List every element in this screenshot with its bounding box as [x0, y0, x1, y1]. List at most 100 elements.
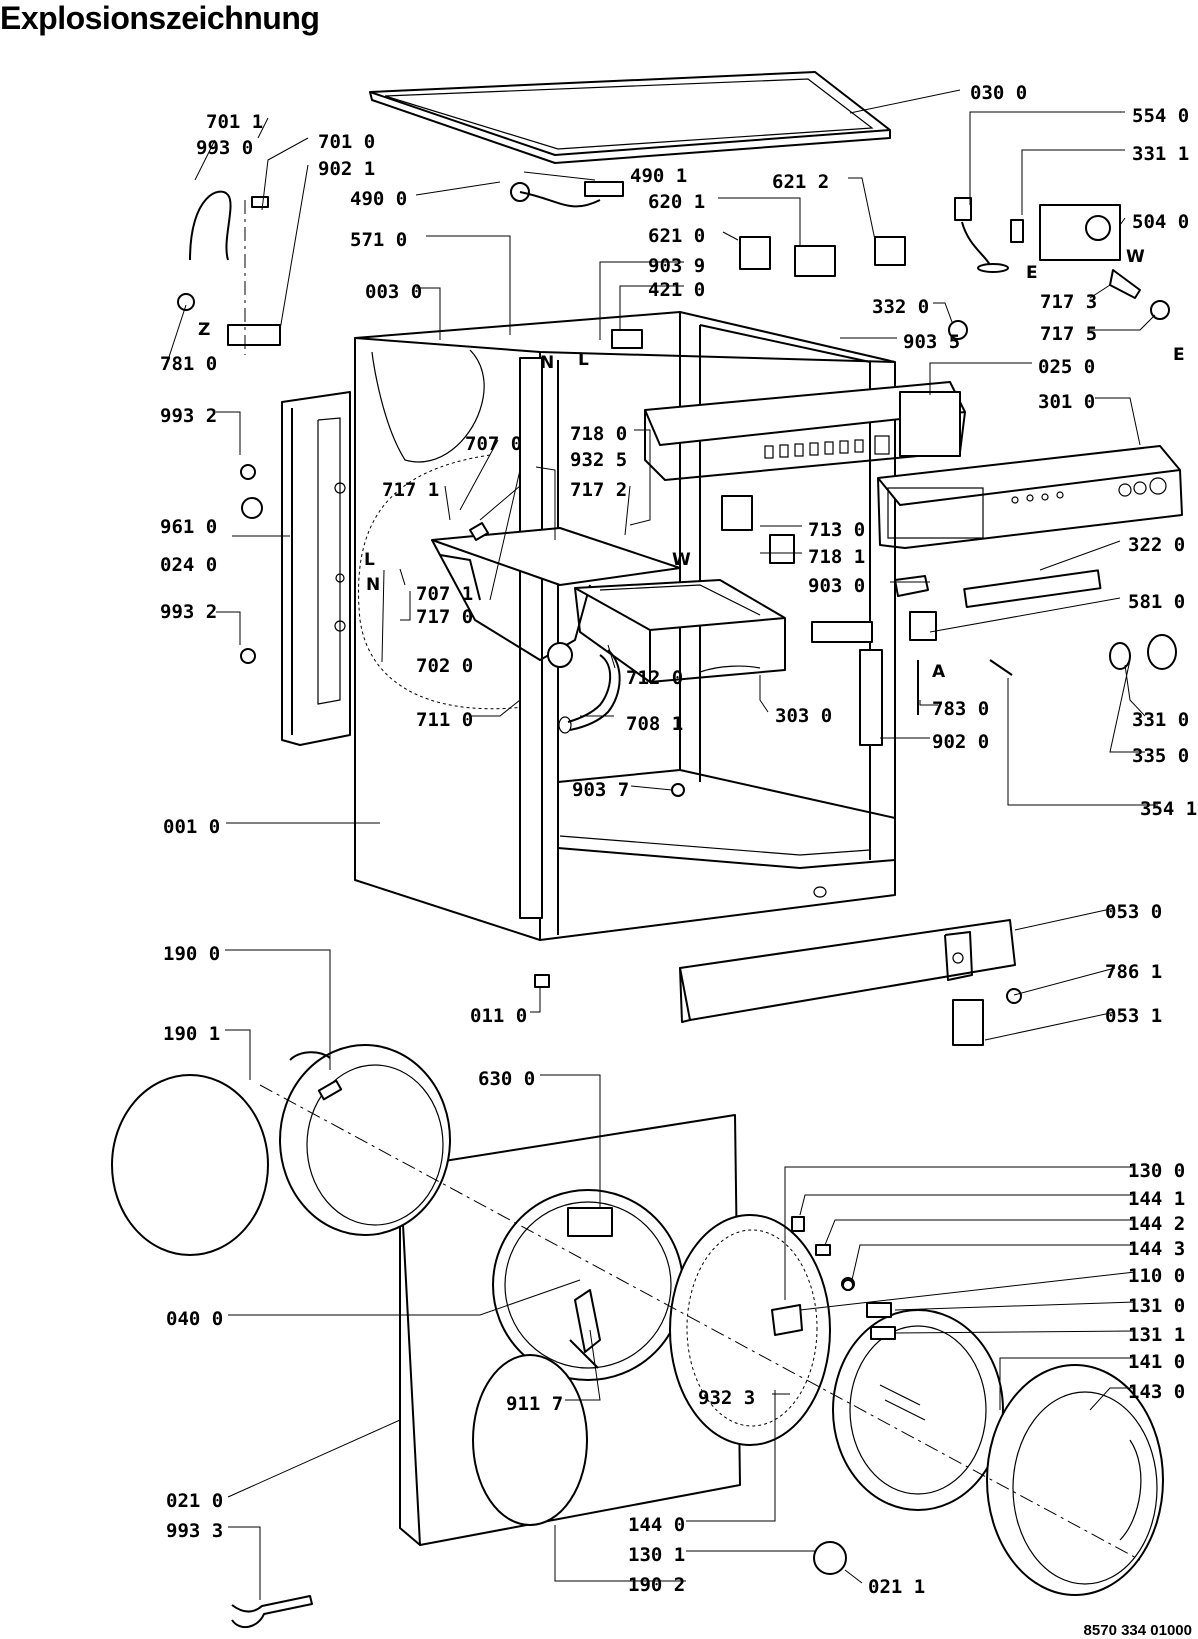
part-label: 932 5 — [570, 449, 627, 471]
bracket-902-part — [859, 649, 883, 746]
part-label: 717 3 — [1040, 291, 1097, 313]
capacitor-part — [1010, 219, 1024, 243]
door-outer-ring-part — [986, 1364, 1164, 1596]
knob-331-part — [1109, 642, 1131, 670]
part-label: 903 0 — [808, 575, 865, 597]
filter-part — [611, 329, 643, 349]
display-strip-part — [963, 569, 1102, 608]
part-label: 903 9 — [648, 255, 705, 277]
wire-letter: N — [366, 575, 380, 595]
wire-letter: A — [932, 662, 946, 682]
door-lock-part — [567, 1207, 613, 1237]
part-label: 718 0 — [570, 423, 627, 445]
part-label: 003 0 — [365, 281, 422, 303]
page-title: Explosionszeichnung — [0, 0, 320, 36]
part-label: 718 1 — [808, 546, 865, 568]
wire-letter: E — [1173, 345, 1185, 365]
document-number: 8570 334 01000 — [1083, 1622, 1192, 1639]
bolt-a-part — [791, 1216, 805, 1232]
part-label: 131 0 — [1128, 1295, 1185, 1317]
part-label: 932 3 — [698, 1387, 755, 1409]
part-label: 993 2 — [160, 405, 217, 427]
part-label: 130 1 — [628, 1544, 685, 1566]
part-label: 030 0 — [970, 82, 1027, 104]
part-label: 711 0 — [416, 709, 473, 731]
inlet-valve-part — [227, 324, 281, 346]
grommet-961 — [241, 497, 263, 519]
programmer-knob-part — [1085, 215, 1111, 241]
part-label: 993 0 — [196, 137, 253, 159]
part-label: 911 7 — [506, 1393, 563, 1415]
part-label: 701 1 — [206, 111, 263, 133]
part-labels: 701 1 993 0 701 0 902 1 490 0 571 0 003 … — [160, 82, 1197, 1598]
sensor-354-part — [989, 659, 1013, 676]
part-label: 571 0 — [350, 229, 407, 251]
front-control-panel-part — [877, 445, 1183, 549]
part-label: 717 0 — [416, 606, 473, 628]
wire-letter: W — [1126, 247, 1145, 267]
rear-door-ring-part — [111, 1044, 451, 1256]
part-label: 717 5 — [1040, 323, 1097, 345]
part-label: 707 1 — [416, 583, 473, 605]
part-label: 303 0 — [775, 705, 832, 727]
hose-clip-903-7 — [671, 783, 685, 797]
connector-c-part — [874, 236, 906, 266]
part-label: 581 0 — [1128, 591, 1185, 613]
foot-011 — [534, 974, 550, 988]
part-label: 902 0 — [932, 731, 989, 753]
knob-335-part — [1147, 634, 1177, 670]
suppressor-part — [584, 181, 624, 197]
door-inner-frame-part — [669, 1214, 831, 1446]
thermostat-foot — [977, 263, 1009, 273]
filter-cap-part — [952, 999, 984, 1046]
part-label: 110 0 — [1128, 1265, 1185, 1287]
wire-letter: W — [672, 550, 691, 570]
screw-786 — [1006, 988, 1022, 1004]
part-label: 322 0 — [1128, 534, 1185, 556]
part-label: 025 0 — [1038, 356, 1095, 378]
hose-part — [558, 649, 621, 734]
part-label: 131 1 — [1128, 1324, 1185, 1346]
hinge-cam-part — [469, 522, 489, 541]
sensor-332 — [948, 320, 968, 340]
part-label: 620 1 — [648, 191, 705, 213]
part-label: 301 0 — [1038, 391, 1095, 413]
part-label: 490 1 — [630, 165, 687, 187]
part-label: 630 0 — [478, 1068, 535, 1090]
part-label: 144 2 — [1128, 1213, 1185, 1235]
wheel-part — [813, 1541, 847, 1575]
wire-letter: Z — [198, 320, 210, 340]
part-label: 001 0 — [163, 816, 220, 838]
part-label: 130 0 — [1128, 1160, 1185, 1182]
part-label: 021 1 — [868, 1576, 925, 1598]
part-label: 717 1 — [382, 479, 439, 501]
top-cover-part — [369, 71, 891, 164]
bolt-993-2b — [240, 648, 256, 664]
wrench-part — [231, 1595, 313, 1629]
part-label: 621 2 — [772, 171, 829, 193]
part-label: 717 2 — [570, 479, 627, 501]
relay-part — [769, 534, 795, 564]
thermostat-part — [954, 197, 972, 221]
part-label: 903 5 — [903, 331, 960, 353]
part-label: 993 2 — [160, 601, 217, 623]
wire-letters: Z N L L N W W E E A — [198, 247, 1185, 682]
bolt-993-2a — [240, 464, 256, 480]
part-label: 190 1 — [163, 1023, 220, 1045]
part-label: 144 0 — [628, 1514, 685, 1536]
part-label: 053 0 — [1105, 901, 1162, 923]
part-label: 712 0 — [626, 667, 683, 689]
back-panel-part — [281, 391, 351, 746]
lamp-717-5 — [1150, 300, 1170, 320]
part-label: 554 0 — [1132, 105, 1189, 127]
part-label: 701 0 — [318, 131, 375, 153]
wire-letter: L — [578, 350, 589, 370]
part-label: 781 0 — [160, 353, 217, 375]
part-label: 144 1 — [1128, 1188, 1185, 1210]
part-label: 053 1 — [1105, 1005, 1162, 1027]
wire-letter: L — [364, 550, 375, 570]
part-label: 786 1 — [1105, 961, 1162, 983]
part-label: 024 0 — [160, 554, 217, 576]
part-label: 144 3 — [1128, 1238, 1185, 1260]
lamp-717-3 — [1109, 269, 1141, 299]
